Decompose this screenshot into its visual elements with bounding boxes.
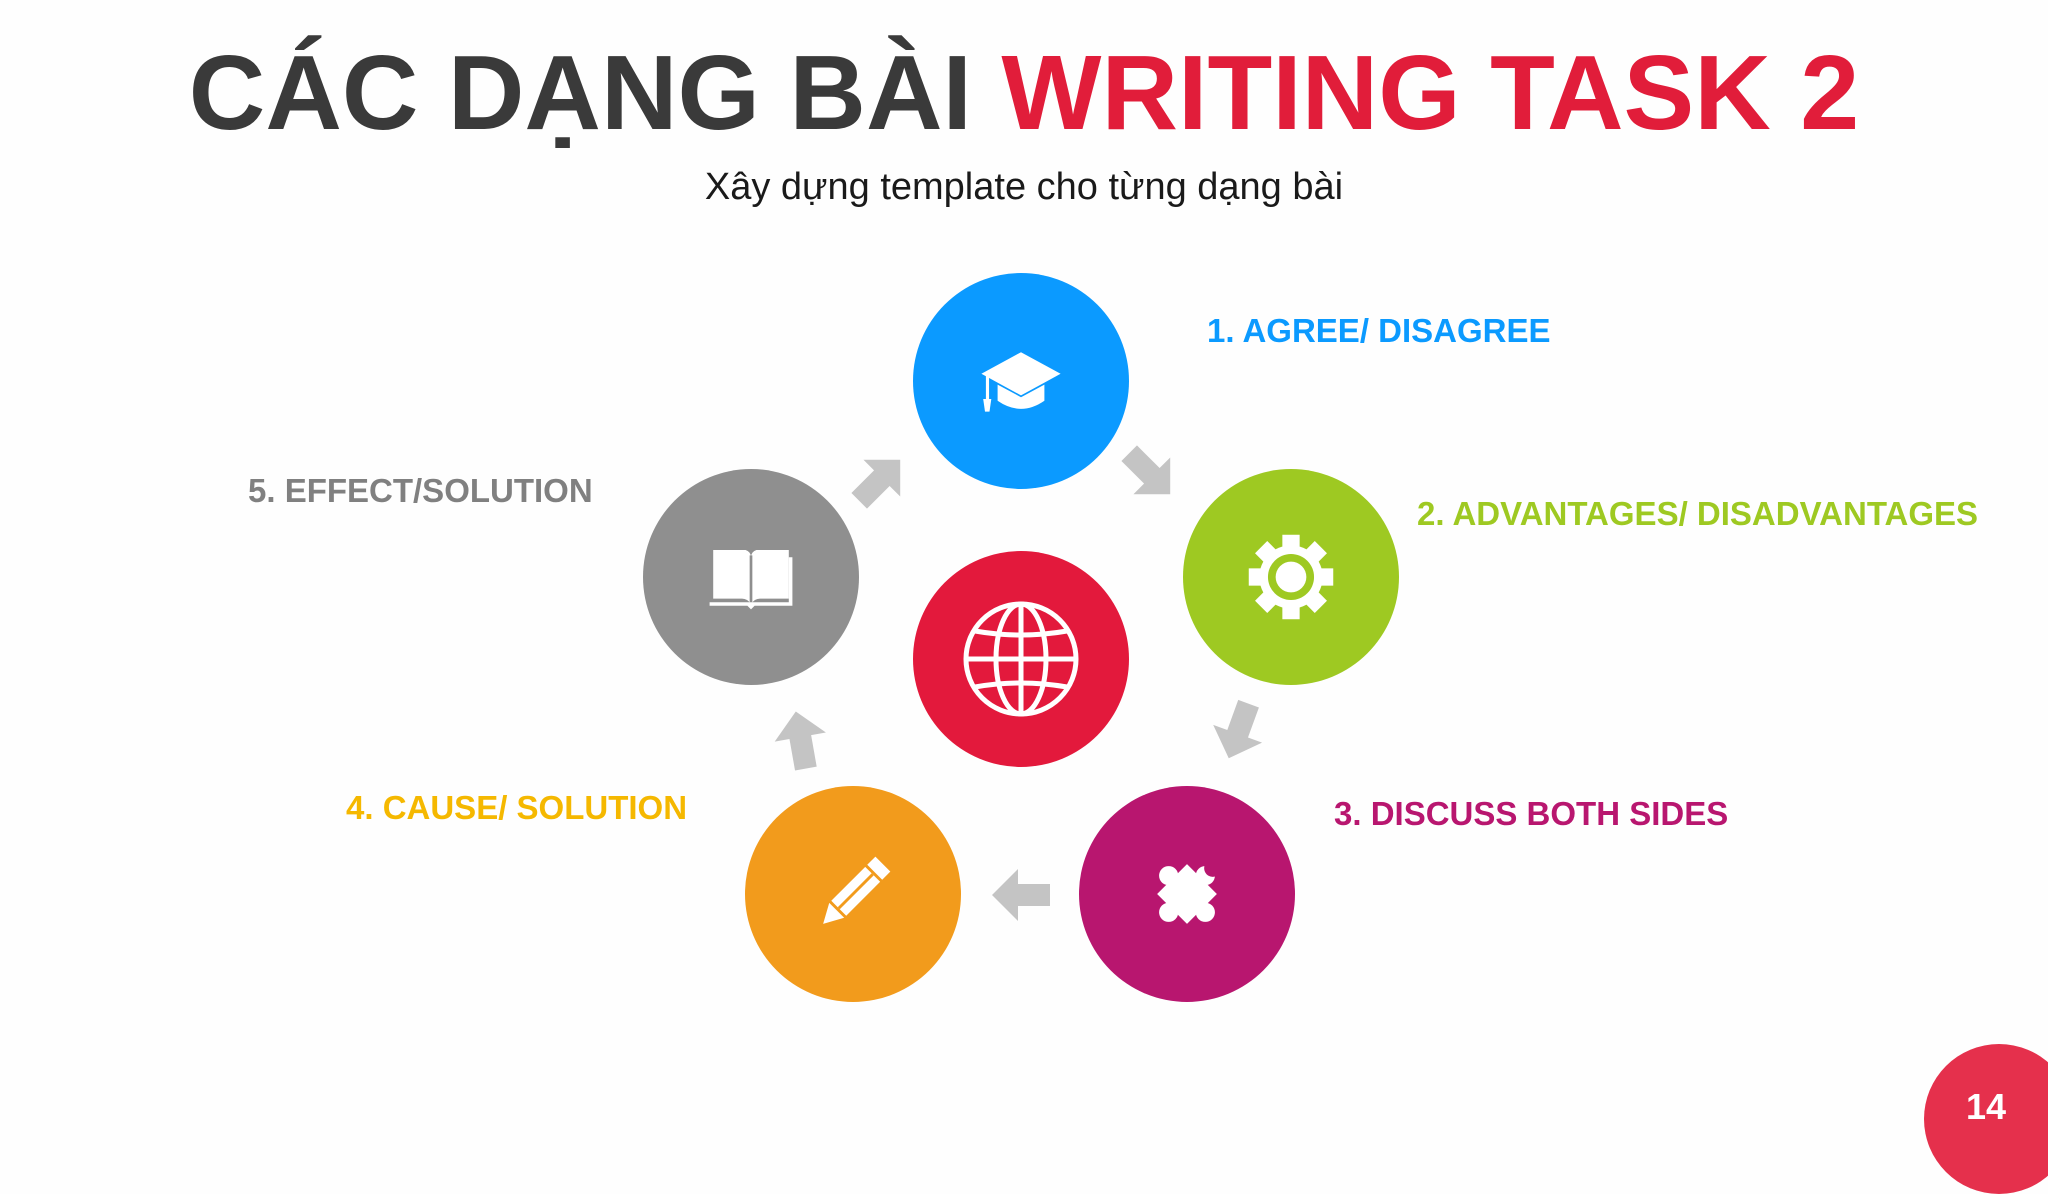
node-1-circle bbox=[913, 273, 1129, 489]
node-3-circle bbox=[1079, 786, 1295, 1002]
slide-title: CÁC DẠNG BÀI WRITING TASK 2 bbox=[0, 37, 2048, 149]
node-5-label: 5. EFFECT/SOLUTION bbox=[248, 472, 593, 509]
puzzle-icon bbox=[1157, 859, 1222, 924]
arrow-3-to-4 bbox=[992, 869, 1050, 921]
title-part-dark: CÁC DẠNG BÀI bbox=[188, 34, 972, 152]
arrow-2-to-3 bbox=[1213, 699, 1263, 759]
pencil-icon bbox=[823, 856, 891, 924]
arrow-1-to-2 bbox=[1121, 445, 1171, 495]
center-circle bbox=[913, 551, 1129, 767]
title-part-red: WRITING TASK 2 bbox=[1001, 34, 1860, 152]
graduation-cap-icon bbox=[981, 352, 1061, 412]
node-4-label: 4. CAUSE/ SOLUTION bbox=[346, 789, 688, 826]
arrow-4-to-5 bbox=[774, 711, 826, 771]
node-2-circle bbox=[1183, 469, 1399, 685]
slide-subtitle: Xây dựng template cho từng dạng bài bbox=[704, 166, 1344, 208]
node-1-label: 1. AGREE/ DISAGREE bbox=[1207, 312, 1551, 349]
gear-icon bbox=[1248, 534, 1334, 620]
open-book-icon bbox=[709, 550, 793, 610]
arrow-5-to-1 bbox=[851, 459, 901, 509]
node-3-label: 3. DISCUSS BOTH SIDES bbox=[1334, 795, 1729, 832]
node-4-circle bbox=[745, 786, 961, 1002]
page-number: 14 bbox=[1966, 1086, 2007, 1127]
page-number-badge: 14 bbox=[1924, 1044, 2048, 1194]
node-5-circle bbox=[643, 469, 859, 685]
globe-icon bbox=[963, 601, 1079, 717]
node-2-label: 2. ADVANTAGES/ DISADVANTAGES bbox=[1417, 495, 1979, 532]
